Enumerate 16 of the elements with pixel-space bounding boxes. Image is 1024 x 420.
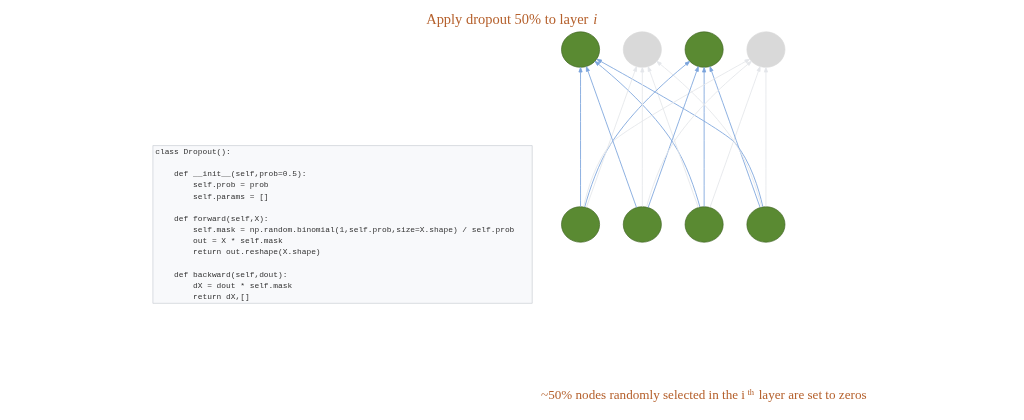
arrow [646, 60, 752, 208]
diagram-title: Apply dropout 50% to layer i [426, 11, 598, 28]
arrow [640, 67, 645, 207]
node-circle [561, 206, 600, 243]
arrow [702, 67, 707, 207]
arrow [647, 66, 699, 208]
node-circle [684, 206, 724, 243]
arrow [656, 60, 763, 208]
arrow [763, 67, 768, 207]
node-circle [746, 206, 786, 243]
arrow [578, 67, 583, 207]
arrow [709, 66, 761, 208]
arrow [594, 60, 701, 208]
node-circle [622, 206, 662, 243]
arrow [585, 66, 637, 208]
arrow [584, 60, 691, 208]
